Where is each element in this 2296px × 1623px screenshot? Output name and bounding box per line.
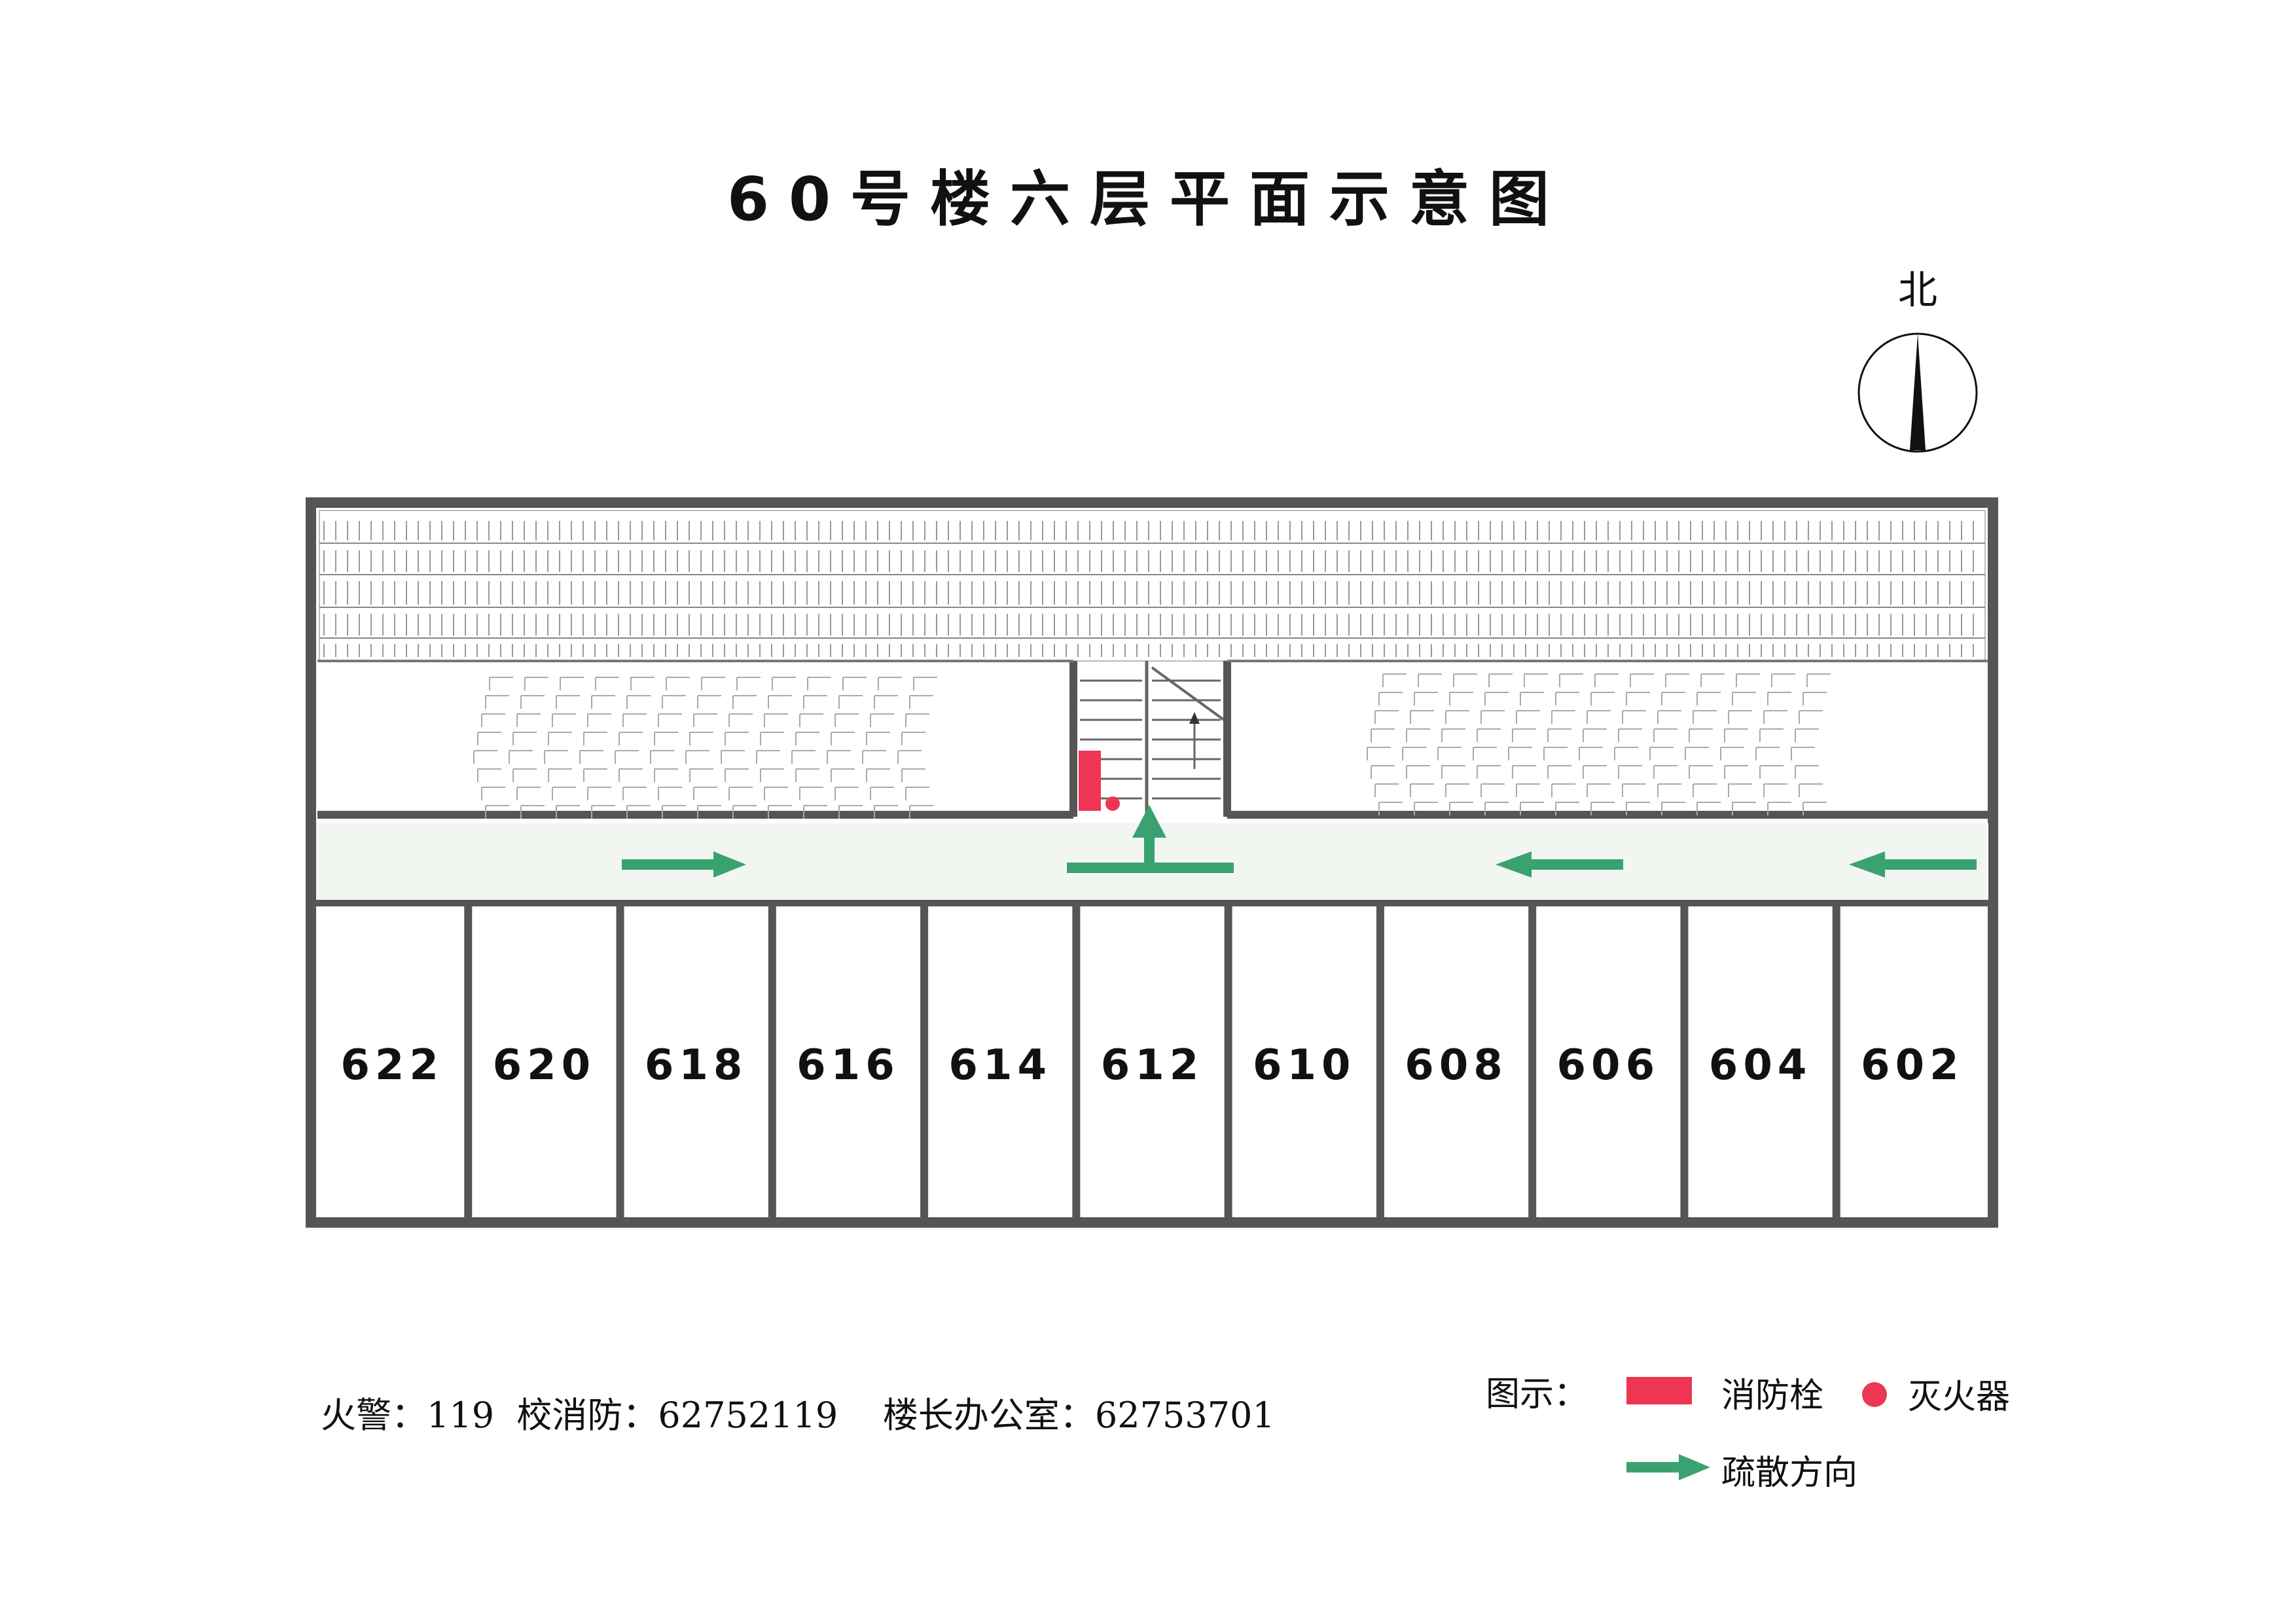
legend-arrow-icon <box>1626 1454 1710 1480</box>
north-tile-area <box>319 510 1986 662</box>
map-title: 60号楼六层平面示意图 <box>726 164 1570 234</box>
room-number: 612 <box>1100 1041 1204 1090</box>
room-number: 616 <box>797 1041 900 1090</box>
tile-ticks <box>323 521 1974 657</box>
compass-arrow-icon <box>1857 332 1978 453</box>
room-number: 622 <box>340 1041 444 1090</box>
room-number: 604 <box>1708 1041 1812 1090</box>
evacuation-arrows <box>622 805 1977 878</box>
stairwell <box>1080 661 1225 815</box>
room-number: 618 <box>644 1041 748 1090</box>
room-number: 610 <box>1252 1041 1356 1090</box>
emergency-contacts: 火警：119 校消防：62752119 楼长办公室：62753701 <box>321 1395 1275 1436</box>
legend-extinguisher-dot <box>1862 1382 1887 1407</box>
legend-evacuation-label: 疏散方向 <box>1721 1454 1858 1493</box>
legend-extinguisher-label: 灭火器 <box>1908 1378 2011 1417</box>
room-number: 602 <box>1861 1041 1964 1090</box>
room-number: 614 <box>948 1041 1052 1090</box>
legend-hydrant-label: 消防栓 <box>1721 1376 1824 1416</box>
room-number: 608 <box>1405 1041 1508 1090</box>
room-number: 620 <box>492 1041 596 1090</box>
north-rooms <box>317 660 1988 819</box>
north-west-grid <box>473 677 937 819</box>
north-east-grid <box>1367 673 1831 815</box>
building-outline <box>306 497 1998 1228</box>
north-label: 北 <box>1898 268 1937 313</box>
north-compass: 北 <box>1852 259 1983 468</box>
legend-hydrant-swatch <box>1626 1377 1692 1404</box>
fire-hydrant-marker <box>1079 751 1101 811</box>
legend-title: 图示： <box>1486 1375 1588 1414</box>
fire-extinguisher-marker <box>1105 796 1120 811</box>
room-dividers <box>464 906 1840 1222</box>
room-number: 606 <box>1556 1041 1660 1090</box>
